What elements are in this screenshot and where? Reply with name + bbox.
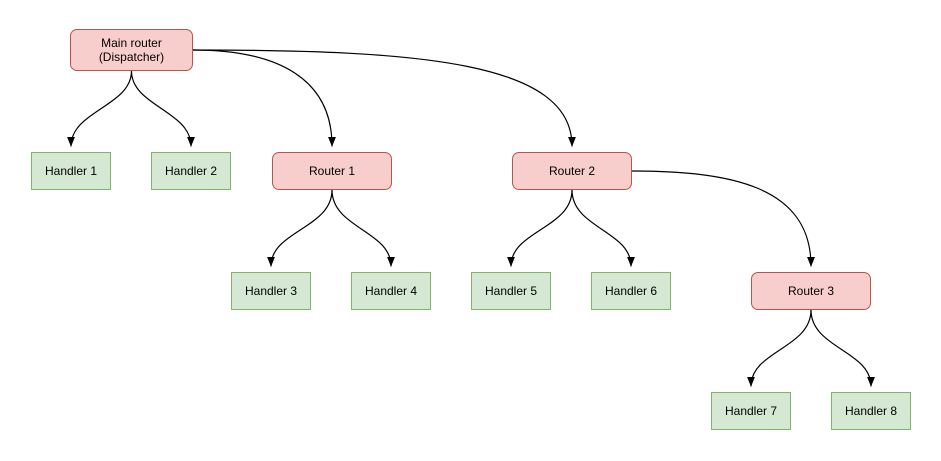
node-main-router[interactable]: Main router (Dispatcher) xyxy=(70,29,193,71)
edge-router-2-to-handler-5 xyxy=(507,189,573,267)
edge-main-to-router-2 xyxy=(192,49,576,147)
edge-router-2-to-router-3 xyxy=(631,170,815,267)
edge-router-2-to-handler-6 xyxy=(571,189,635,267)
edge-main-to-router-1 xyxy=(192,49,336,147)
node-label-handler-5: Handler 5 xyxy=(484,284,538,298)
node-handler-7[interactable]: Handler 7 xyxy=(711,392,791,430)
node-label-router-2: Router 2 xyxy=(548,164,596,178)
node-label-handler-6: Handler 6 xyxy=(604,284,658,298)
edge-router-3-to-handler-7 xyxy=(747,309,812,387)
node-label-handler-8: Handler 8 xyxy=(844,404,898,418)
node-handler-5[interactable]: Handler 5 xyxy=(471,272,551,310)
node-handler-2[interactable]: Handler 2 xyxy=(151,152,231,190)
node-handler-4[interactable]: Handler 4 xyxy=(351,272,431,310)
edge-main-to-handler-1 xyxy=(67,70,133,147)
node-router-2[interactable]: Router 2 xyxy=(512,152,632,190)
node-label-handler-7: Handler 7 xyxy=(724,404,778,418)
node-label-handler-2: Handler 2 xyxy=(164,164,218,178)
node-handler-1[interactable]: Handler 1 xyxy=(31,152,111,190)
edge-main-to-handler-2 xyxy=(130,70,195,147)
node-label-handler-1: Handler 1 xyxy=(44,164,98,178)
node-label-handler-3: Handler 3 xyxy=(244,284,298,298)
node-label-router-3: Router 3 xyxy=(787,284,835,298)
node-router-1[interactable]: Router 1 xyxy=(272,152,392,190)
node-label-main-router: Main router (Dispatcher) xyxy=(98,36,165,64)
node-router-3[interactable]: Router 3 xyxy=(751,272,871,310)
edge-router-1-to-handler-3 xyxy=(267,189,333,267)
node-label-handler-4: Handler 4 xyxy=(364,284,418,298)
node-handler-6[interactable]: Handler 6 xyxy=(591,272,671,310)
node-handler-8[interactable]: Handler 8 xyxy=(831,392,911,430)
node-label-router-1: Router 1 xyxy=(308,164,356,178)
edge-router-1-to-handler-4 xyxy=(331,189,395,267)
node-handler-3[interactable]: Handler 3 xyxy=(231,272,311,310)
edge-router-3-to-handler-8 xyxy=(810,309,875,387)
edges-group xyxy=(67,49,875,387)
